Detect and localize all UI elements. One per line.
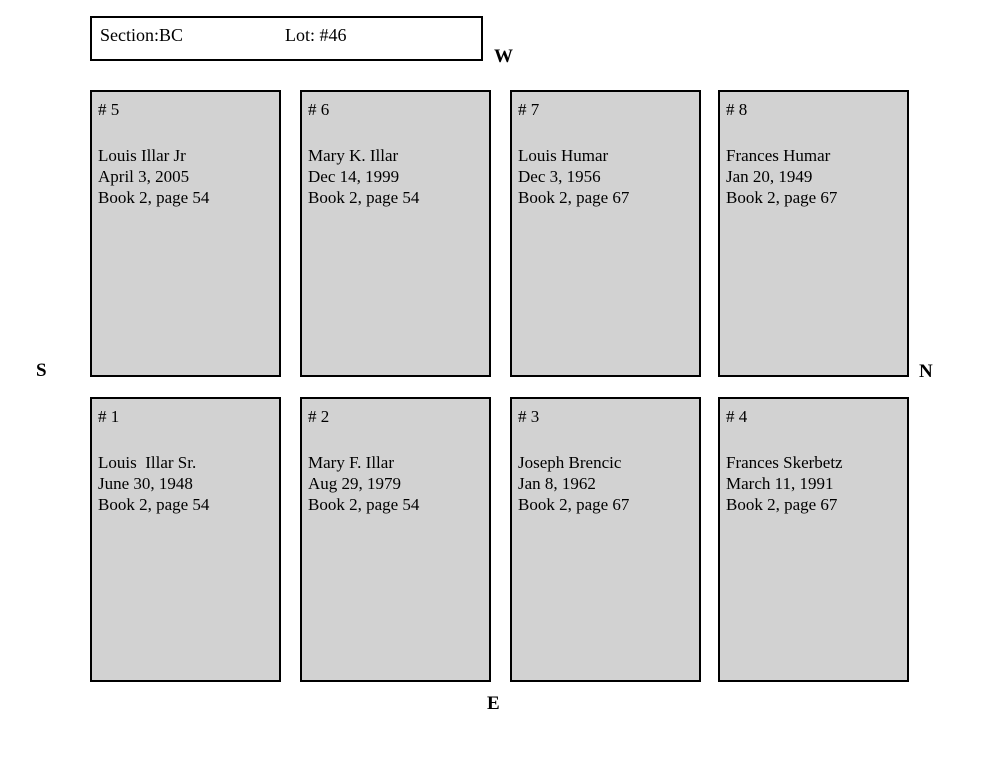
plot-name: Louis Illar Jr [98,146,186,165]
plot-date: Aug 29, 1979 [308,474,402,493]
plot-book-reference: Book 2, page 67 [518,495,630,514]
plot-card-7: # 7 Louis Humar Dec 3, 1956 Book 2, page… [510,90,701,377]
plot-card-5: # 5 Louis Illar Jr April 3, 2005 Book 2,… [90,90,281,377]
plot-number: # 5 [98,100,120,119]
plot-number: # 7 [518,100,540,119]
plot-name: Mary K. Illar [308,146,399,165]
plot-date: June 30, 1948 [98,474,193,493]
plot-number: # 6 [308,100,330,119]
plot-number: # 2 [308,407,330,426]
plot-book-reference: Book 2, page 67 [726,495,838,514]
compass-east-label: E [487,693,500,714]
lot-header-box: Section:BC Lot: #46 [90,16,483,61]
compass-north-label: N [919,361,933,382]
plot-date: Jan 20, 1949 [726,167,813,186]
plot-book-reference: Book 2, page 67 [726,188,838,207]
lot-group: Lot: #46 [285,25,347,46]
plot-name: Mary F. Illar [308,453,394,472]
plot-card-4: # 4 Frances Skerbetz March 11, 1991 Book… [718,397,909,682]
plot-book-reference: Book 2, page 54 [98,495,210,514]
lot-value: 46 [328,25,347,45]
plot-date: Jan 8, 1962 [518,474,596,493]
plot-name: Joseph Brencic [518,453,622,472]
plot-card-1: # 1 Louis Illar Sr. June 30, 1948 Book 2… [90,397,281,682]
plot-number: # 1 [98,407,120,426]
section-label: Section: [100,25,159,45]
plot-name: Frances Humar [726,146,831,165]
section-group: Section:BC [100,25,183,46]
plot-name: Louis Humar [518,146,609,165]
plot-date: Dec 14, 1999 [308,167,400,186]
plot-number: # 8 [726,100,748,119]
plot-name: Frances Skerbetz [726,453,843,472]
plot-number: # 3 [518,407,540,426]
plot-book-reference: Book 2, page 54 [98,188,210,207]
plot-book-reference: Book 2, page 54 [308,495,420,514]
plot-card-8: # 8 Frances Humar Jan 20, 1949 Book 2, p… [718,90,909,377]
plot-book-reference: Book 2, page 54 [308,188,420,207]
plot-date: Dec 3, 1956 [518,167,601,186]
plot-number: # 4 [726,407,748,426]
plot-card-3: # 3 Joseph Brencic Jan 8, 1962 Book 2, p… [510,397,701,682]
plot-card-2: # 2 Mary F. Illar Aug 29, 1979 Book 2, p… [300,397,491,682]
lot-label: Lot: # [285,25,329,45]
plot-date: April 3, 2005 [98,167,190,186]
plot-card-6: # 6 Mary K. Illar Dec 14, 1999 Book 2, p… [300,90,491,377]
compass-west-label: W [494,46,513,67]
plot-name: Louis Illar Sr. [98,453,197,472]
section-value: BC [159,25,184,45]
plot-book-reference: Book 2, page 67 [518,188,630,207]
compass-south-label: S [36,360,47,381]
plot-date: March 11, 1991 [726,474,834,493]
